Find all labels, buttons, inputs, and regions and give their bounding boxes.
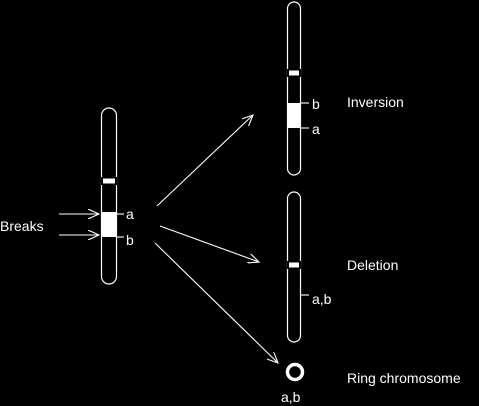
original-label-b: b: [126, 232, 134, 248]
inversion-centromere-mark: [289, 70, 299, 76]
deletion-chromosome: [286, 191, 302, 343]
original-chromosome-outline: [100, 107, 118, 285]
arrow-to-inversion: [156, 115, 253, 207]
breaks-label: Breaks: [0, 218, 44, 234]
inversion-label-a: a: [312, 121, 320, 137]
arrow-to-deletion: [159, 225, 259, 262]
inversion-label-b: b: [312, 96, 320, 112]
ring-title: Ring chromosome: [347, 370, 461, 386]
ring-chromosome: [285, 362, 305, 382]
inversion-chromosome: [286, 1, 302, 176]
ring-label-ab: a,b: [281, 389, 301, 405]
original-break-segment: [101, 212, 117, 237]
original-chromosome: [100, 107, 118, 285]
deletion-title: Deletion: [347, 257, 398, 273]
original-label-a: a: [126, 206, 134, 222]
original-centromere-mark: [103, 178, 115, 184]
inversion-chromosome-outline: [286, 1, 302, 176]
deletion-centromere-mark: [289, 262, 299, 268]
inversion-title: Inversion: [347, 94, 404, 110]
deletion-label-ab: a,b: [312, 291, 332, 307]
arrow-to-ring: [154, 242, 278, 363]
inversion-inverted-segment: [287, 103, 301, 128]
